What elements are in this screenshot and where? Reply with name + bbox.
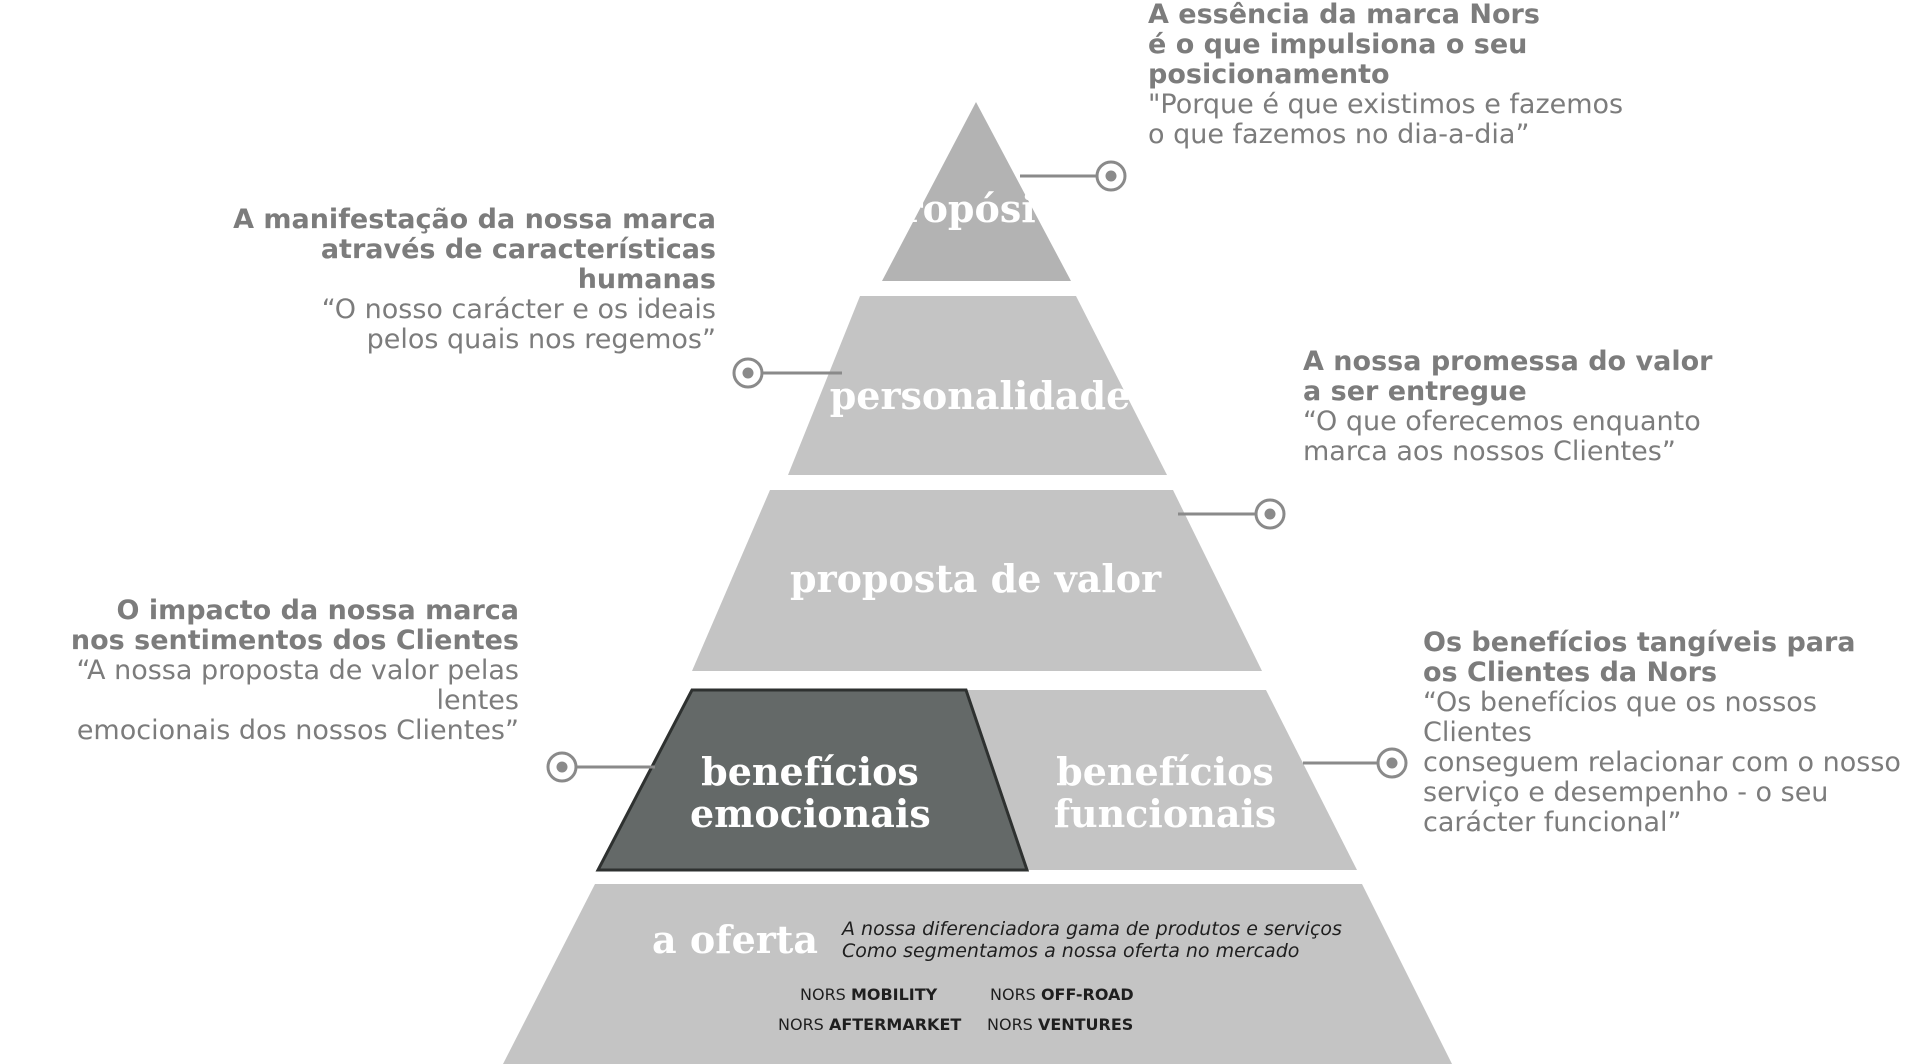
label-beneficios-emocionais: benefícios emocionais (690, 749, 931, 836)
tier-beneficios-emocionais (595, 688, 1030, 872)
brand-nors-mobility: NORS MOBILITY (800, 985, 938, 1004)
description-personalidade-quote-1: “O nosso carácter e os ideais (321, 294, 716, 325)
description-proposta-de-valor-heading-2: a ser entregue (1303, 376, 1527, 407)
description-proposito-quote-2: o que fazemos no dia-a-dia” (1148, 119, 1530, 150)
brand-nors-ventures: NORS VENTURES (987, 1015, 1134, 1034)
label-beneficios-funcionais: benefícios funcionais (1045, 751, 1285, 835)
description-proposta-de-valor: A nossa promessa do valor a ser entregue… (1303, 347, 1803, 467)
label-proposito: propósito (876, 186, 1079, 231)
description-proposito: A essência da marca Nors é o que impulsi… (1148, 0, 1708, 150)
label-beneficios-emocionais-line2: emocionais (690, 791, 931, 836)
label-beneficios-funcionais-line2: funcionais (1053, 791, 1277, 836)
description-beneficios-funcionais-quote-4: carácter funcional” (1423, 807, 1682, 838)
description-personalidade-heading-2: através de características humanas (320, 234, 716, 295)
description-beneficios-funcionais-quote-1: “Os benefícios que os nossos Clientes (1423, 687, 1817, 748)
brand-nors-aftermarket: NORS AFTERMARKET (778, 1015, 962, 1034)
description-beneficios-emocionais-heading-1: O impacto da nossa marca (116, 595, 519, 626)
description-beneficios-emocionais-quote-1: “A nossa proposta de valor pelas lentes (76, 655, 519, 716)
oferta-description-line2: Como segmentamos a nossa oferta no merca… (842, 940, 1300, 962)
description-personalidade-heading-1: A manifestação da nossa marca (233, 204, 716, 235)
description-beneficios-emocionais-heading-2: nos sentimentos dos Clientes (70, 625, 519, 656)
description-beneficios-emocionais-quote-2: emocionais dos nossos Clientes” (76, 715, 519, 746)
description-proposta-de-valor-heading-1: A nossa promessa do valor (1303, 346, 1713, 377)
description-proposito-heading-2: é o que impulsiona o seu posicionamento (1148, 29, 1528, 90)
tier-oferta (503, 884, 1452, 1064)
description-proposito-quote-1: "Porque é que existimos e fazemos (1148, 89, 1624, 120)
description-proposito-heading-1: A essência da marca Nors (1148, 0, 1540, 30)
description-proposta-de-valor-quote-2: marca aos nossos Clientes” (1303, 436, 1676, 467)
description-personalidade: A manifestação da nossa marca através de… (200, 205, 716, 355)
description-personalidade-quote-2: pelos quais nos regemos” (366, 324, 716, 355)
description-beneficios-funcionais-quote-3: serviço e desempenho - o seu (1423, 777, 1829, 808)
label-oferta: a oferta (652, 917, 818, 962)
connector-proposito (1020, 160, 1127, 192)
connector-beneficios-funcionais (1303, 747, 1408, 779)
connector-proposta-de-valor (1178, 498, 1286, 530)
connector-personalidade (732, 357, 842, 389)
description-proposta-de-valor-quote-1: “O que oferecemos enquanto (1303, 406, 1701, 437)
label-proposta-de-valor: proposta de valor (790, 556, 1162, 601)
description-beneficios-funcionais-heading-2: os Clientes da Nors (1423, 657, 1718, 688)
connector-beneficios-emocionais (546, 751, 655, 783)
label-beneficios-funcionais-line1: benefícios (1056, 749, 1274, 794)
oferta-description-line1: A nossa diferenciadora gama de produtos … (842, 918, 1342, 940)
description-beneficios-emocionais: O impacto da nossa marca nos sentimentos… (0, 596, 519, 746)
description-beneficios-funcionais: Os benefícios tangíveis para os Clientes… (1423, 628, 1920, 838)
tier-beneficios-funcionais (966, 690, 1357, 870)
tier-proposta-de-valor (692, 490, 1262, 671)
tier-proposito (882, 102, 1071, 281)
oferta-description: A nossa diferenciadora gama de produtos … (842, 918, 1342, 962)
label-personalidade: personalidade (829, 373, 1131, 418)
tier-personalidade (788, 296, 1167, 475)
brand-nors-off-road: NORS OFF-ROAD (990, 985, 1134, 1004)
label-beneficios-emocionais-line1: benefícios (701, 749, 919, 794)
description-beneficios-funcionais-heading-1: Os benefícios tangíveis para (1423, 627, 1856, 658)
description-beneficios-funcionais-quote-2: conseguem relacionar com o nosso (1423, 747, 1901, 778)
